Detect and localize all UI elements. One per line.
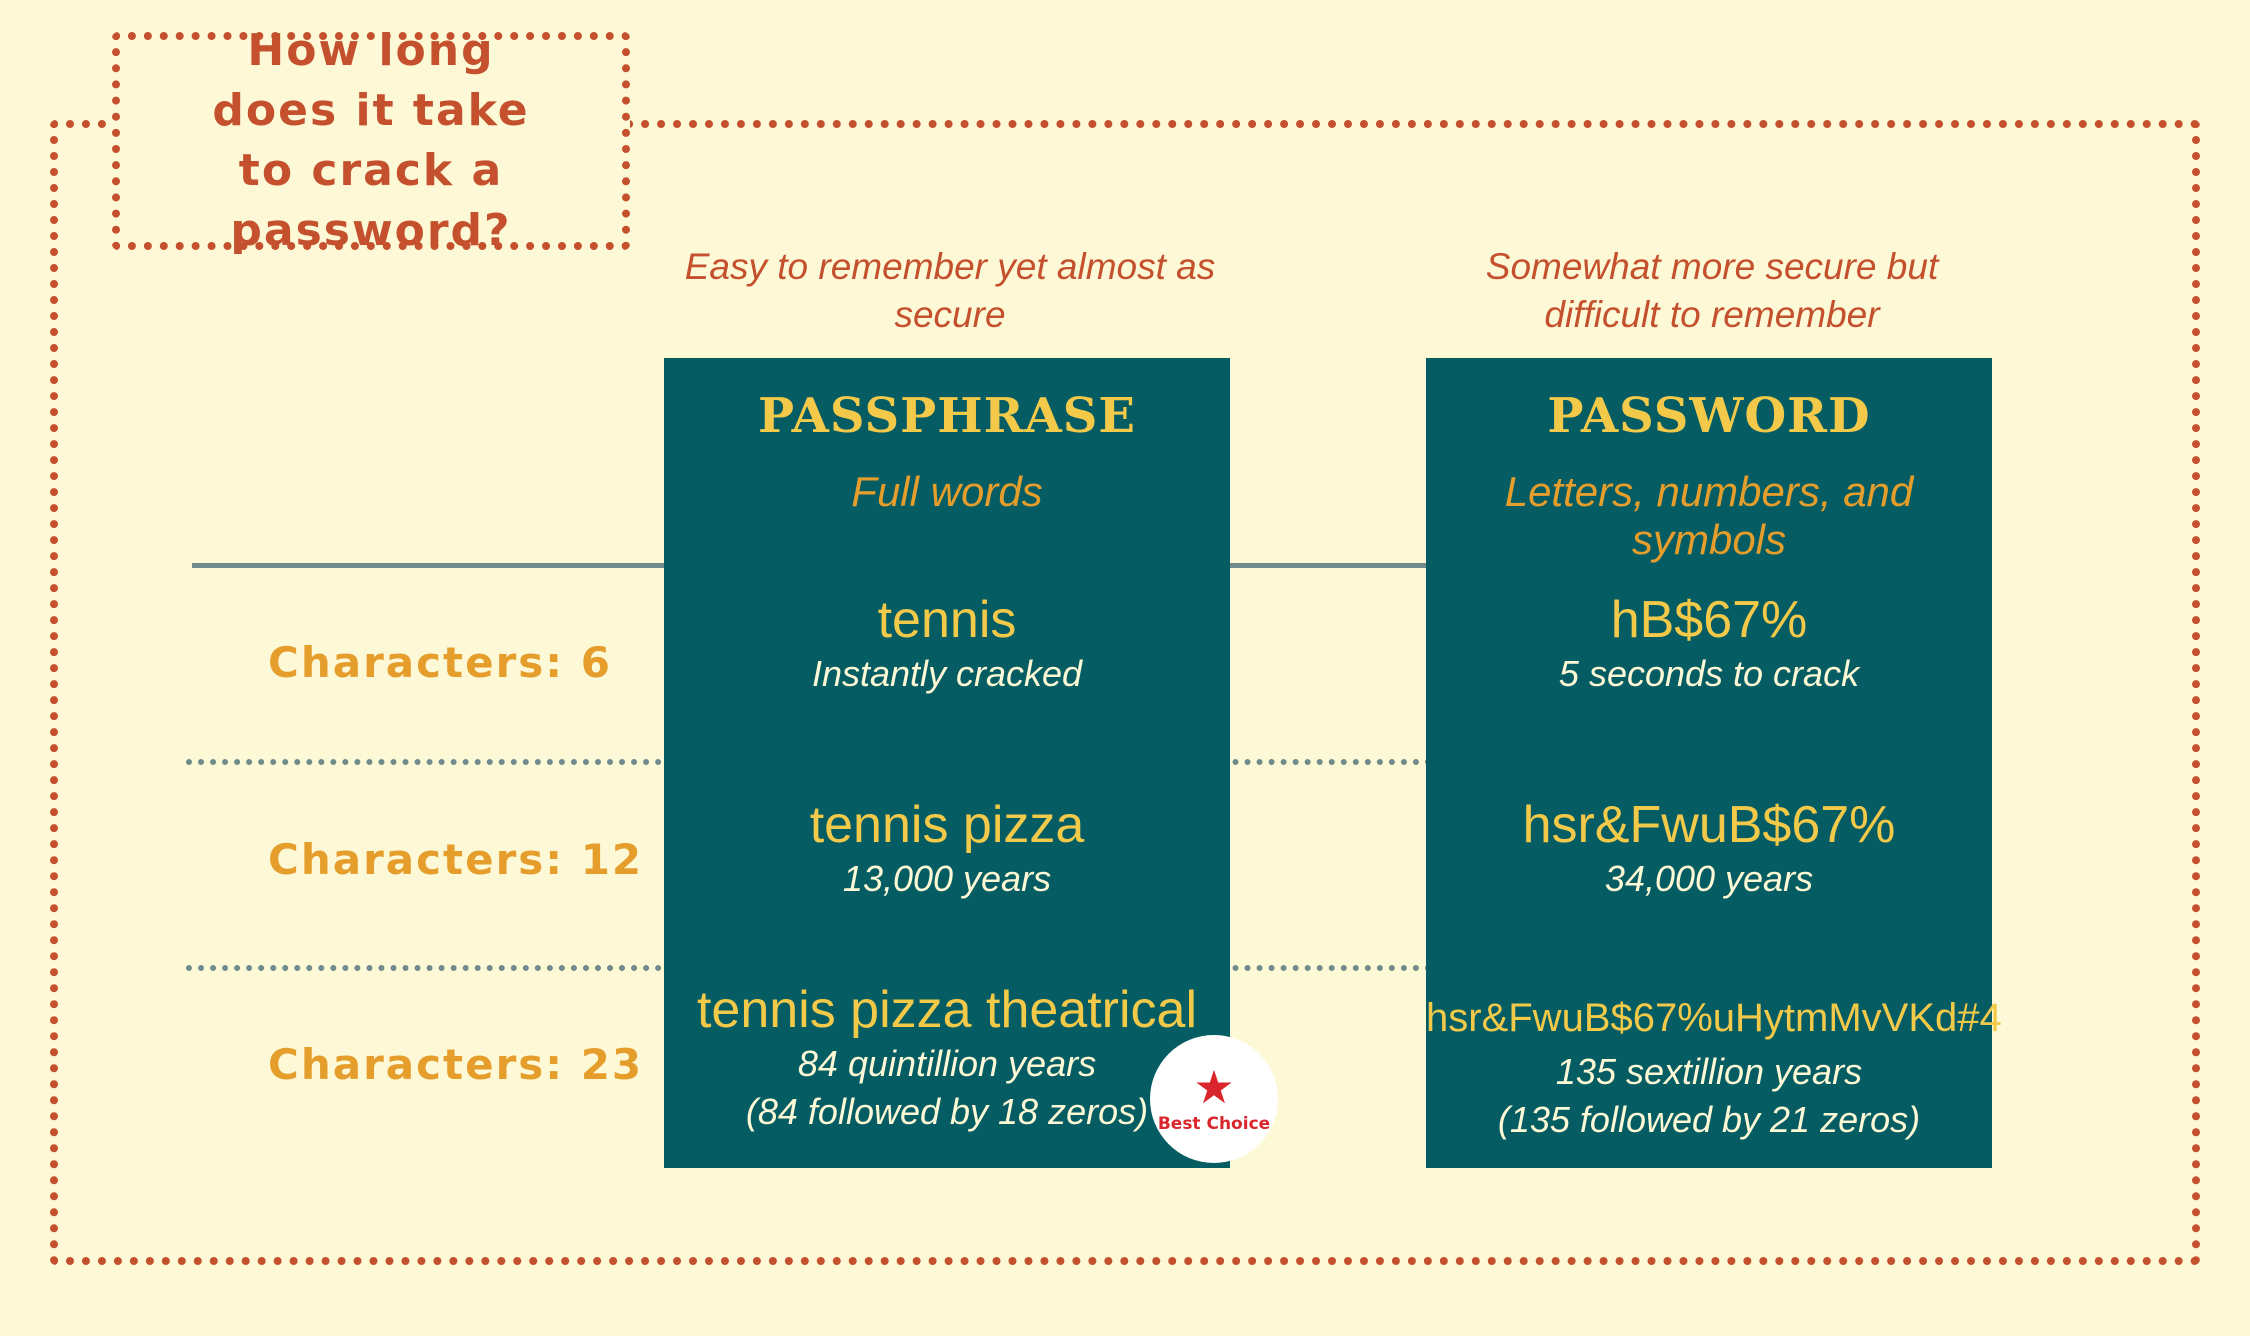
- password-row-12: hsr&FwuB$67% 34,000 years: [1426, 795, 1992, 903]
- password-value: hsr&FwuB$67%: [1522, 796, 1896, 854]
- crack-time: 135 sextillion years: [1555, 1051, 1863, 1092]
- outer-frame: [50, 120, 2200, 1265]
- crack-time-detail: (135 followed by 21 zeros): [1497, 1099, 1921, 1140]
- star-icon: ★: [1193, 1061, 1235, 1113]
- crack-time: Instantly cracked: [811, 653, 1083, 694]
- crack-time: 13,000 years: [842, 858, 1052, 899]
- passphrase-subheading: Full words: [851, 468, 1043, 515]
- passphrase-heading: PASSPHRASE: [758, 388, 1136, 444]
- passphrase-row-6: tennis Instantly cracked: [664, 590, 1230, 698]
- title-box: How long does it take to crack a passwor…: [112, 25, 630, 256]
- row-label-23: Characters: 23: [268, 1040, 644, 1089]
- crack-time: 34,000 years: [1604, 858, 1814, 899]
- best-choice-label: Best Choice: [1157, 1114, 1271, 1134]
- crack-time: 84 quintillion years: [797, 1043, 1097, 1084]
- passphrase-row-23: tennis pizza theatrical 84 quintillion y…: [664, 980, 1230, 1136]
- best-choice-badge: ★ Best Choice: [1150, 1035, 1278, 1163]
- password-subheading: Letters, numbers, and symbols: [1504, 468, 1914, 563]
- crack-time-detail: (84 followed by 18 zeros): [745, 1091, 1149, 1132]
- password-value: hsr&FwuB$67%uHytmMvVKd#4: [1426, 996, 2002, 1040]
- password-column: PASSWORD Letters, numbers, and symbols h…: [1426, 358, 2002, 1168]
- passphrase-value: tennis pizza: [809, 796, 1085, 854]
- password-value: hB$67%: [1610, 591, 1808, 649]
- page-title: How long does it take to crack a passwor…: [212, 25, 530, 256]
- passphrase-tagline: Easy to remember yet almost as secure: [684, 246, 1216, 335]
- passphrase-column: PASSPHRASE Full words tennis Instantly c…: [664, 358, 1230, 1168]
- passphrase-row-12: tennis pizza 13,000 years: [664, 795, 1230, 903]
- password-heading: PASSWORD: [1547, 388, 1871, 444]
- row-label-12: Characters: 12: [268, 835, 644, 884]
- crack-time: 5 seconds to crack: [1558, 653, 1860, 694]
- password-row-6: hB$67% 5 seconds to crack: [1426, 590, 1992, 698]
- row-label-6: Characters: 6: [268, 638, 612, 687]
- password-tagline: Somewhat more secure but difficult to re…: [1485, 246, 1939, 335]
- passphrase-value: tennis: [877, 591, 1017, 649]
- password-row-23: hsr&FwuB$67%uHytmMvVKd#4 135 sextillion …: [1426, 988, 2002, 1144]
- passphrase-value: tennis pizza theatrical: [696, 981, 1198, 1039]
